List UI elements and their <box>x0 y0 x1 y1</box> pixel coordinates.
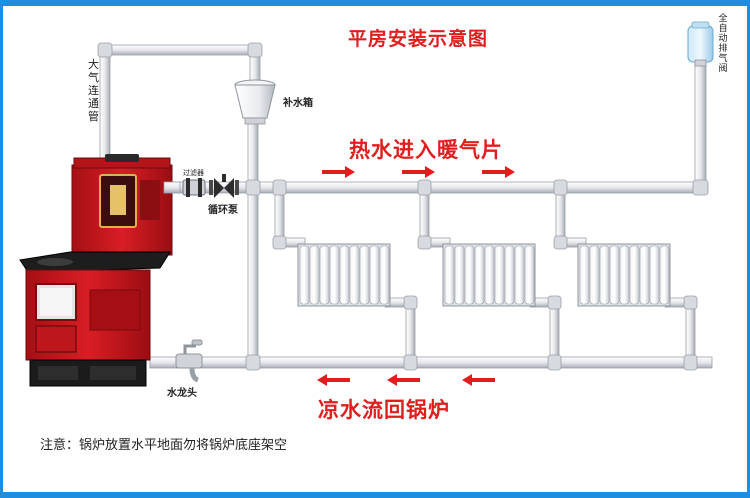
faucet-label: 水龙头 <box>167 384 197 399</box>
hot-water-arrows <box>322 166 515 178</box>
pipe-fittings <box>98 43 708 370</box>
installation-note: 注意：锅炉放置水平地面勿将锅炉底座架空 <box>40 434 287 453</box>
radiator <box>443 244 535 306</box>
boiler <box>20 154 180 386</box>
circulation-pump-label: 循环泵 <box>208 201 238 216</box>
filter <box>183 178 205 197</box>
return-water-flow-label: 凉水流回锅炉 <box>318 394 450 424</box>
page-title: 平房安装示意图 <box>348 24 488 51</box>
expansion-tank <box>235 80 275 124</box>
radiator <box>298 244 390 306</box>
auto-air-valve <box>688 22 713 66</box>
radiator <box>578 244 670 306</box>
air-vent-pipe-label: 大气连通管 <box>87 58 100 123</box>
hot-water-flow-label: 热水进入暖气片 <box>349 134 503 164</box>
faucet-icon <box>176 340 202 380</box>
pipes <box>100 45 712 368</box>
auto-air-valve-label: 全自动排气阀 <box>718 14 728 74</box>
return-water-arrows <box>317 374 495 386</box>
filter-label: 过滤器 <box>183 168 204 178</box>
expansion-tank-label: 补水箱 <box>283 94 313 109</box>
